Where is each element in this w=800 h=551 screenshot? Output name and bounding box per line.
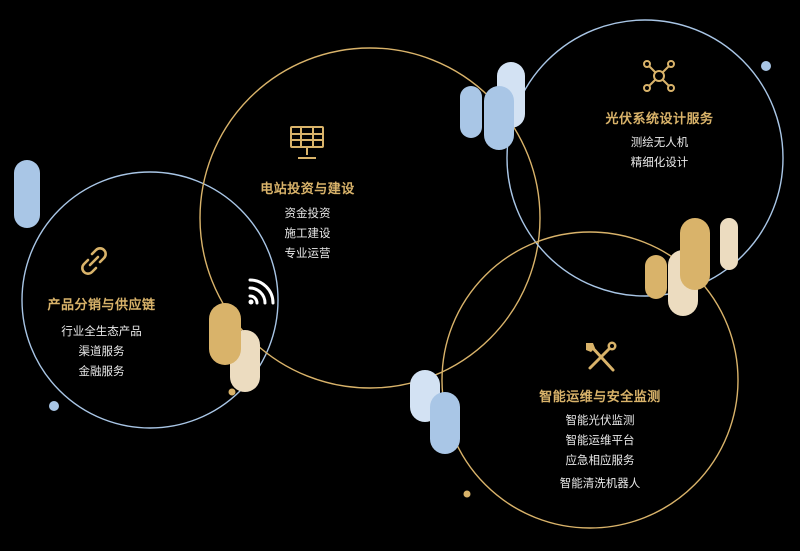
top-right-circle-ring [506,19,784,297]
wifi-signal-dot [248,299,254,305]
section-om: 智能运维与安全监测 智能光伏监测 智能运维平台 应急相应服务 智能清洗机器人 [510,386,690,493]
ring-dot [463,490,471,498]
pill-decoration [14,160,40,228]
solar-panel-icon [290,126,324,159]
section-item: 应急相应服务 [565,453,635,467]
section-item: 渠道服务 [78,344,125,358]
section-item: 智能运维平台 [565,433,635,447]
link-chain-icon [81,247,107,275]
section-item: 测绘无人机 [630,135,689,149]
section-title: 产品分销与供应链 [47,298,156,313]
section-item: 行业全生态产品 [61,324,142,338]
pill-decoration [484,86,514,150]
section-item: 智能清洗机器人 [559,476,641,490]
section-pv-design: 光伏系统设计服务 测绘无人机 精细化设计 [572,108,747,172]
left-circle-ring [21,171,279,429]
section-item: 专业运营 [284,246,331,260]
section-product: 产品分销与供应链 行业全生态产品 渠道服务 金融服务 [14,294,189,381]
section-item: 金融服务 [78,364,125,378]
middle-circle-ring [199,47,541,389]
section-item: 精细化设计 [630,155,689,169]
pill-decoration [460,86,482,138]
tools-icon [586,341,617,372]
wifi-signal-icon [248,278,275,305]
pill-decoration [645,255,667,299]
network-hub-icon [643,60,675,92]
section-item: 施工建设 [284,226,331,240]
section-item: 智能光伏监测 [565,413,635,427]
ring-dot [49,401,59,411]
pill-decoration [720,218,738,270]
pill-decoration [680,218,710,290]
pill-decoration [430,392,460,454]
ring-dot [228,388,236,396]
ring-dot [761,61,771,71]
bottom-right-circle-ring [441,231,739,529]
section-title: 光伏系统设计服务 [605,112,714,127]
section-station: 电站投资与建设 资金投资 施工建设 专业运营 [220,178,395,263]
pill-decoration [209,303,241,365]
section-title: 智能运维与安全监测 [539,390,661,405]
section-item: 资金投资 [284,206,331,220]
section-title: 电站投资与建设 [260,182,355,197]
